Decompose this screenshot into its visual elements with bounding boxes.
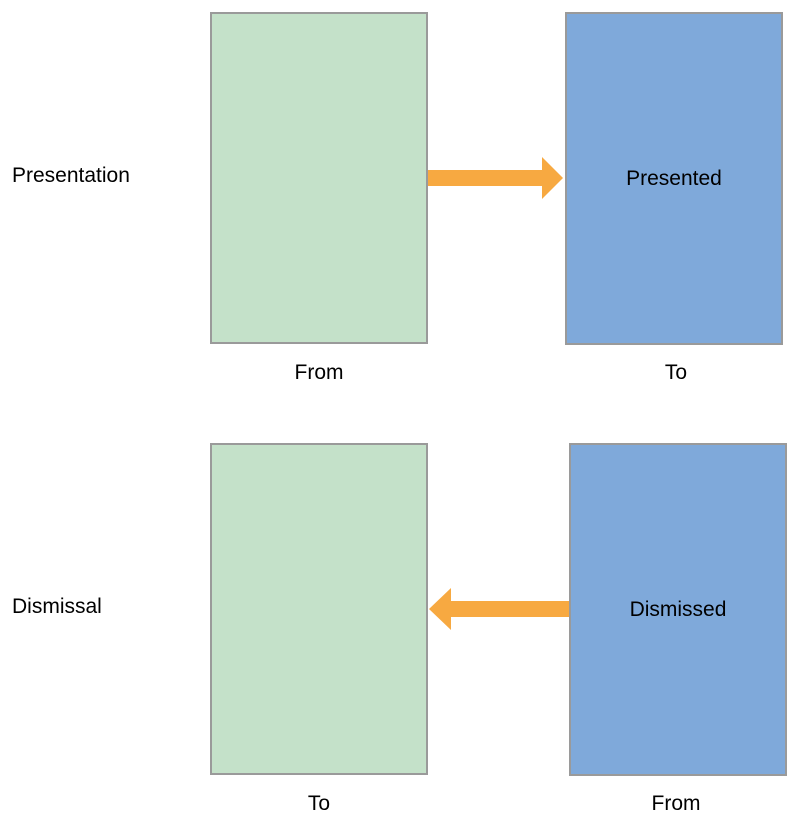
dismissal-arrow-left-icon	[429, 588, 569, 630]
presented-box-label: Presented	[626, 167, 722, 190]
presentation-from-box	[210, 12, 428, 344]
dismissal-to-box	[210, 443, 428, 775]
presentation-arrow-right-icon	[428, 157, 563, 199]
presentation-left-caption: From	[294, 361, 344, 384]
presented-box: Presented	[565, 12, 783, 345]
presentation-row-label: Presentation	[12, 164, 130, 187]
dismissal-left-caption: To	[307, 792, 331, 815]
presentation-right-caption: To	[664, 361, 688, 384]
dismissal-row-label: Dismissal	[12, 595, 102, 618]
dismissed-box: Dismissed	[569, 443, 787, 776]
dismissal-right-caption: From	[651, 792, 701, 815]
dismissed-box-label: Dismissed	[629, 598, 727, 621]
